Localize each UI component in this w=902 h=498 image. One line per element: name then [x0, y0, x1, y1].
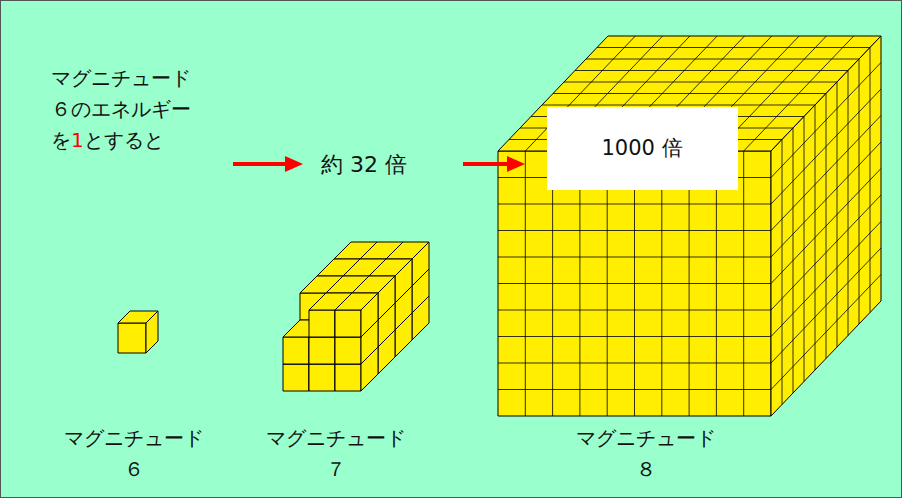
intro-block: マグニチュード ６のエネルギー を1とすると [51, 63, 203, 156]
highlight-number: 1 [71, 128, 84, 152]
ratio-label: 約 32 倍 [321, 149, 441, 180]
grid-line [597, 47, 870, 48]
cube-front [498, 151, 771, 416]
arrow-head [285, 156, 303, 172]
grid-line [498, 310, 771, 311]
ratio-label: 1000 倍 [601, 134, 682, 162]
cube-side [361, 293, 378, 337]
cube-side [771, 36, 881, 416]
cube-front [309, 337, 335, 364]
grid-line [564, 82, 837, 83]
grid-line [553, 93, 826, 94]
cube-front [335, 337, 361, 364]
cube-front [118, 323, 146, 353]
cube-front [335, 364, 361, 391]
cube-front [309, 364, 335, 391]
magnitude-label: マグニチュード ７ [260, 423, 412, 485]
arrow-head [507, 156, 525, 172]
grid-line [661, 151, 662, 416]
grid-line [771, 222, 881, 337]
cube-side [378, 276, 395, 320]
cube-front [283, 364, 309, 391]
cube-side [395, 259, 412, 303]
grid-line [744, 36, 854, 151]
grid-line [771, 275, 881, 390]
cube-side [412, 242, 429, 286]
grid-line [716, 151, 717, 416]
grid-line [586, 59, 859, 60]
magnitude-label: マグニチュード ６ [58, 423, 210, 485]
grid-line [771, 169, 881, 284]
grid-line [771, 248, 881, 363]
cube-drawings [118, 36, 881, 416]
grid-line [575, 70, 848, 71]
grid-line [689, 151, 690, 416]
grid-line [498, 389, 771, 390]
grid-line [771, 195, 881, 310]
arrow-shaft [233, 162, 287, 166]
arrow-shaft [463, 162, 509, 166]
grid-line [498, 283, 771, 284]
cube-front [283, 337, 309, 364]
ratio-box: 1000 倍 [547, 107, 738, 190]
grid-line [859, 59, 860, 324]
grid-line [498, 363, 771, 364]
grid-line [870, 48, 871, 313]
magnitude-label: マグニチュード ８ [570, 423, 722, 485]
grid-line [848, 71, 849, 336]
cube-front [335, 310, 361, 337]
grid-line [837, 82, 838, 347]
grid-line [498, 336, 771, 337]
cube-side [146, 311, 158, 353]
cube-front [309, 310, 335, 337]
intro-text: とすると [84, 128, 164, 152]
grid-line [743, 151, 744, 416]
